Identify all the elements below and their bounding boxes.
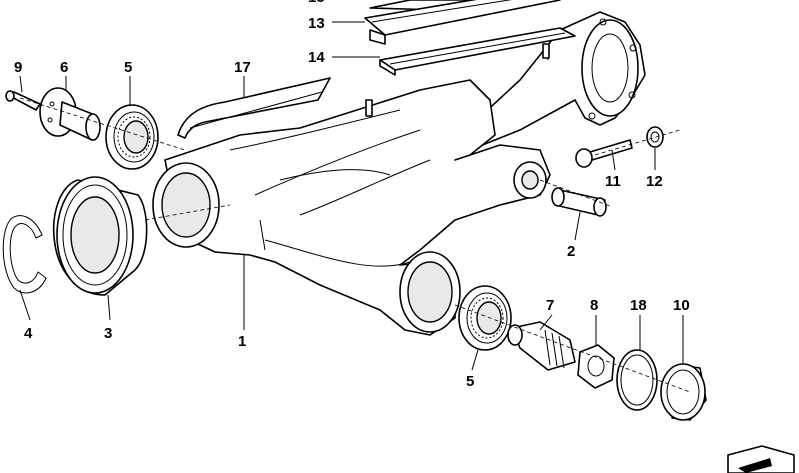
label-4: 4 (24, 325, 33, 342)
cap-10 (660, 363, 707, 421)
label-8: 8 (590, 297, 598, 314)
swing-arm (152, 79, 551, 336)
rail-13 (364, 0, 561, 45)
washer-12 (646, 126, 664, 148)
o-ring-18 (616, 349, 658, 411)
label-10: 10 (673, 297, 690, 314)
label-14: 14 (308, 49, 325, 66)
circlip-4 (2, 215, 47, 294)
label-11: 11 (605, 173, 621, 190)
bolt-11 (575, 139, 633, 168)
housing-flange (454, 11, 646, 151)
boot-3 (53, 176, 148, 296)
pivot-6 (39, 87, 101, 141)
label-15: 15 (308, 0, 325, 6)
label-6: 6 (60, 59, 68, 76)
bearing-5-lower (458, 285, 512, 351)
pin-9 (5, 90, 41, 111)
label-1: 1 (238, 333, 246, 350)
sleeve-2 (551, 187, 607, 217)
bearing-5-upper (105, 104, 159, 170)
label-18: 18 (630, 297, 647, 314)
label-5b: 5 (466, 373, 474, 390)
label-7: 7 (546, 297, 554, 314)
label-3: 3 (104, 325, 112, 342)
cover-17 (177, 77, 331, 139)
label-13: 13 (308, 15, 325, 32)
lock-nut-8 (577, 344, 615, 389)
label-9: 9 (14, 59, 22, 76)
label-17: 17 (234, 59, 251, 76)
label-12: 12 (646, 173, 663, 190)
rail-14 (379, 27, 576, 76)
label-2: 2 (567, 243, 575, 260)
reference-logo-icon (727, 445, 795, 473)
adjusting-pin-7 (507, 321, 576, 371)
label-5a: 5 (124, 59, 132, 76)
